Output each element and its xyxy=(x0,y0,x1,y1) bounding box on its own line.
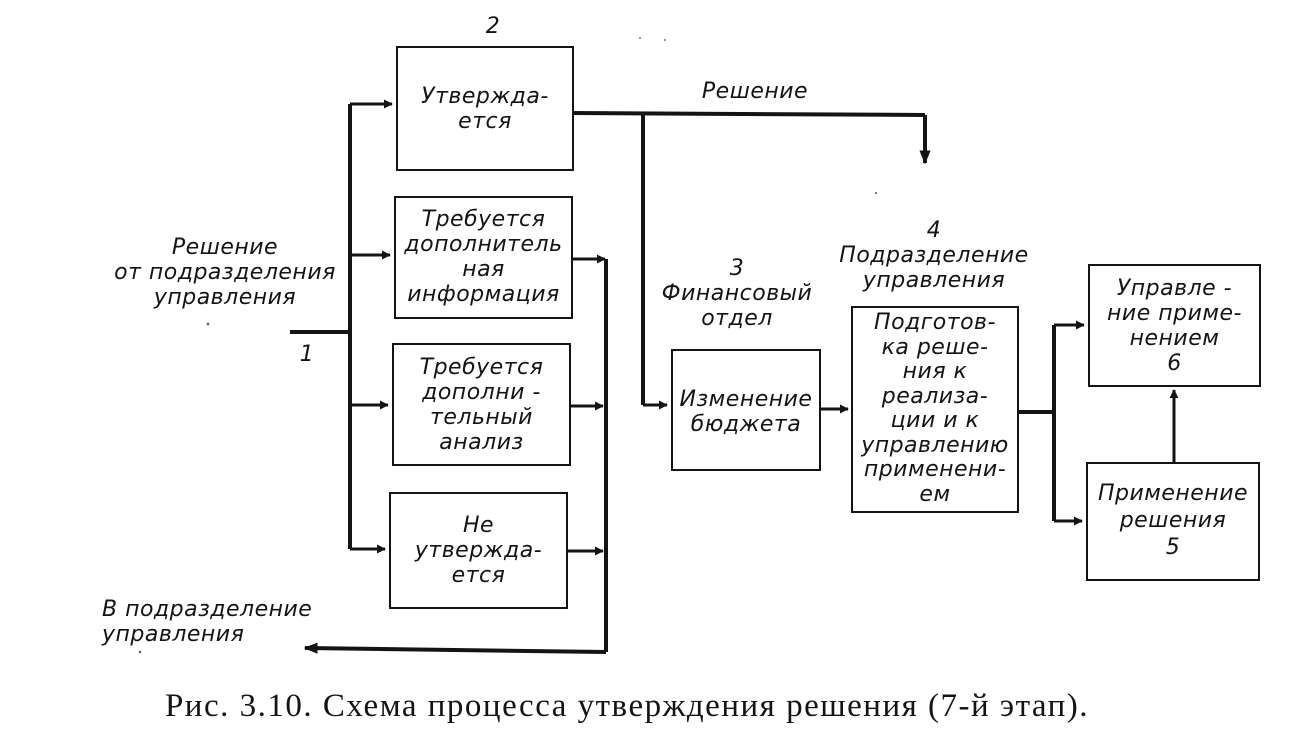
text-apply-decision: Применение решения 5 xyxy=(1097,481,1249,560)
figure-caption: Рис. 3.10. Схема процесса утверждения ре… xyxy=(164,688,1090,724)
label-finance-department: 3 Финансовый отдел xyxy=(661,256,813,331)
text-prepare: Подготов- ка реше- ния к реализа- ции и … xyxy=(861,310,1009,507)
label-to-management-division: В подразделение управления xyxy=(102,597,313,647)
text-budget-change: Изменение бюджета xyxy=(679,387,813,437)
text-need-info: Требуется дополнитель ная информация xyxy=(404,207,563,307)
box-prepare xyxy=(851,306,1019,513)
label-number-2: 2 xyxy=(485,14,501,39)
label-management-division: 4 Подразделение управления xyxy=(839,218,1029,293)
label-decision-top: Решение xyxy=(701,79,809,104)
text-need-analysis: Требуется дополни - тельный анализ xyxy=(419,355,544,455)
text-not-approved: Не утвержда- ется xyxy=(414,513,543,588)
box-approved xyxy=(396,46,574,171)
text-approved: Утвержда- ется xyxy=(421,84,549,134)
box-apply-management xyxy=(1088,264,1261,387)
label-number-1: 1 xyxy=(299,342,315,367)
text-apply-management: Управле - ние приме- нением 6 xyxy=(1107,276,1242,376)
label-decision-source: Решение от подразделения управления xyxy=(114,235,336,310)
